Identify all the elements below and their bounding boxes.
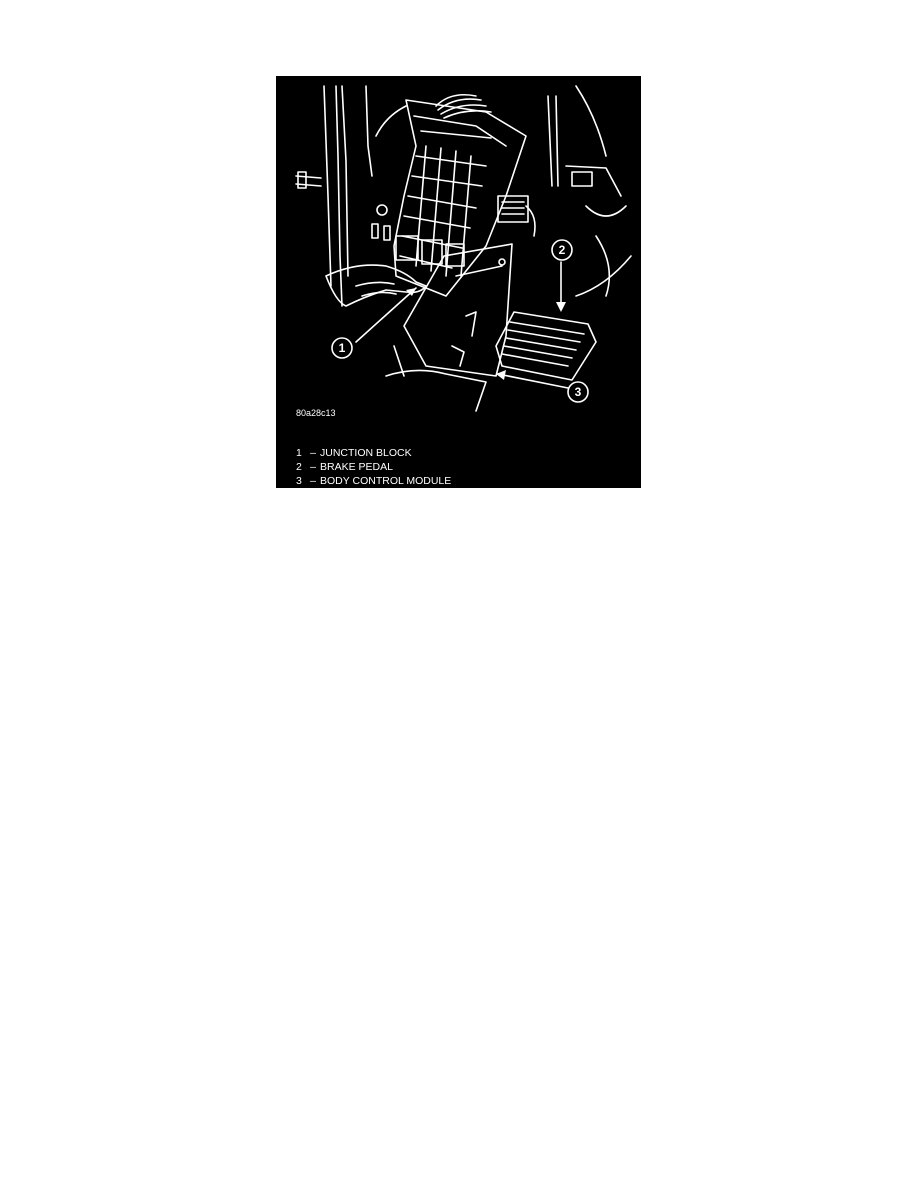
fuse-row bbox=[403, 215, 471, 229]
diagram-figure: 1 2 3 80a28c13 1–JUNCTION BLOCK 2–BRAKE … bbox=[276, 76, 641, 488]
legend-number: 1 bbox=[296, 447, 302, 459]
pillar-line bbox=[335, 85, 343, 307]
junction-block-edge bbox=[413, 115, 507, 147]
fuse-row bbox=[401, 235, 463, 249]
bracket-tab bbox=[571, 171, 593, 187]
hand-finger bbox=[355, 281, 395, 287]
legend-item: 1–JUNCTION BLOCK bbox=[296, 446, 451, 460]
callout-number-3: 3 bbox=[575, 385, 582, 399]
arrowhead-2 bbox=[556, 302, 566, 312]
knee-bolster-slot bbox=[371, 223, 379, 239]
legend-number: 3 bbox=[296, 475, 302, 487]
callout-circle-1 bbox=[331, 337, 353, 359]
pillar-line bbox=[341, 85, 349, 277]
brake-pedal-pad bbox=[495, 311, 597, 381]
floor-line bbox=[575, 255, 632, 297]
junction-block-edge bbox=[420, 130, 492, 139]
pedal-rib bbox=[501, 353, 569, 367]
fuse-row bbox=[399, 255, 453, 269]
bracket bbox=[565, 165, 622, 197]
cable bbox=[585, 205, 627, 217]
module-screw bbox=[498, 258, 506, 266]
module-clip bbox=[451, 345, 465, 367]
figure-code: 80a28c13 bbox=[296, 408, 336, 418]
diagram-illustration: 1 2 3 bbox=[295, 85, 632, 412]
figure-legend: 1–JUNCTION BLOCK 2–BRAKE PEDAL 3–BODY CO… bbox=[296, 446, 451, 488]
connector-pins bbox=[501, 201, 525, 215]
module-clip bbox=[465, 311, 477, 337]
connector bbox=[497, 195, 529, 223]
cable bbox=[595, 235, 611, 297]
fuse-row bbox=[407, 195, 477, 209]
legend-separator: – bbox=[310, 461, 316, 473]
pedal-rod bbox=[547, 95, 553, 187]
trim-line bbox=[375, 105, 407, 137]
callout-circle-3 bbox=[567, 381, 589, 403]
pillar-line bbox=[323, 85, 332, 287]
fuse-column bbox=[430, 147, 442, 272]
pedal-rib bbox=[509, 321, 585, 335]
junction-block-outline bbox=[393, 99, 527, 297]
knee-bolster bbox=[385, 369, 487, 412]
pedal-rib bbox=[507, 329, 581, 343]
wire-harness bbox=[443, 110, 492, 119]
wire bbox=[525, 205, 536, 237]
leader-line-3 bbox=[497, 373, 569, 389]
wire-harness bbox=[437, 98, 482, 111]
fuse-row bbox=[415, 155, 487, 167]
relay bbox=[395, 235, 419, 261]
fuse-column bbox=[460, 155, 472, 277]
relay bbox=[421, 239, 443, 265]
module-edge bbox=[455, 265, 503, 277]
pillar-line bbox=[365, 85, 373, 177]
callout-number-2: 2 bbox=[559, 243, 566, 257]
legend-item: 2–BRAKE PEDAL bbox=[296, 460, 451, 474]
knee-bolster-slot bbox=[383, 225, 391, 241]
dash-trim bbox=[575, 85, 607, 157]
bolt-head bbox=[376, 204, 388, 216]
fuse-column bbox=[445, 150, 457, 277]
callout-circle-2 bbox=[551, 239, 573, 261]
arrowhead-3 bbox=[496, 370, 506, 380]
legend-separator: – bbox=[310, 447, 316, 459]
latch-line bbox=[295, 183, 322, 187]
legend-label: BODY CONTROL MODULE bbox=[320, 475, 452, 487]
trim-line bbox=[393, 345, 405, 377]
legend-label: JUNCTION BLOCK bbox=[320, 447, 412, 459]
legend-number: 2 bbox=[296, 461, 302, 473]
leader-line-1 bbox=[355, 287, 417, 343]
latch-line bbox=[295, 175, 322, 179]
pedal-rib bbox=[505, 337, 577, 351]
hand-outline bbox=[325, 264, 427, 307]
legend-separator: – bbox=[310, 475, 316, 487]
legend-label: BRAKE PEDAL bbox=[320, 461, 393, 473]
latch-bracket bbox=[297, 171, 307, 189]
hand-finger bbox=[361, 291, 397, 297]
arrowhead-1 bbox=[406, 288, 416, 296]
wire-harness bbox=[435, 93, 477, 107]
callout-number-1: 1 bbox=[339, 341, 346, 355]
pedal-rod bbox=[555, 95, 559, 187]
legend-item: 3–BODY CONTROL MODULE bbox=[296, 474, 451, 488]
body-control-module-outline bbox=[403, 243, 513, 377]
wire-harness bbox=[440, 104, 487, 115]
pedal-rib bbox=[503, 345, 573, 359]
